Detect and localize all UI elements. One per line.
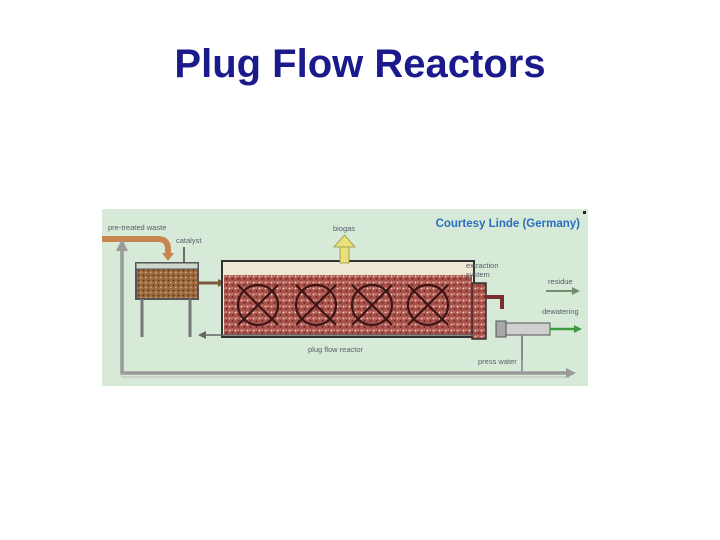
dewatering-arrow: [574, 325, 582, 333]
diagram-svg: Courtesy Linde (Germany) pre-treated was…: [102, 209, 588, 386]
catalyst-label: catalyst: [176, 236, 202, 245]
extraction-pipe: [486, 295, 504, 309]
dewatering-motor: [495, 320, 507, 338]
reactor-sludge: [224, 275, 472, 335]
reactor-agitators: [236, 283, 450, 327]
press-water-label: press water: [478, 357, 517, 366]
biogas-pipe: [339, 244, 350, 264]
residue-label: residue: [548, 277, 573, 286]
extraction-column: [471, 282, 487, 340]
press-water-pipe-shade: [121, 373, 570, 378]
plug-flow-reactor-label: plug flow reactor: [308, 345, 364, 354]
extraction-system-label-2: system: [466, 270, 490, 279]
slide-title: Plug Flow Reactors: [174, 42, 546, 86]
corner-mark: [583, 211, 586, 214]
feed-arrow: [162, 253, 174, 261]
biogas-arrow: [333, 234, 356, 248]
feed-pipe: [102, 236, 171, 255]
biogas-label: biogas: [333, 224, 355, 233]
plug-flow-reactor-diagram: Courtesy Linde (Germany) pre-treated was…: [102, 209, 588, 386]
extraction-system-label-1: extraction: [466, 261, 499, 270]
courtesy-text: Courtesy Linde (Germany): [436, 218, 581, 230]
dewatering-press: [505, 322, 551, 336]
dewatering-label: dewatering: [542, 307, 579, 316]
premix-tank-lid: [135, 262, 199, 270]
press-water-out-arrow: [566, 368, 576, 378]
residue-arrow: [572, 287, 580, 295]
recirculation-arrow: [198, 331, 206, 339]
press-water-return-arrow: [116, 239, 128, 251]
pretreated-waste-label: pre-treated waste: [108, 223, 166, 232]
